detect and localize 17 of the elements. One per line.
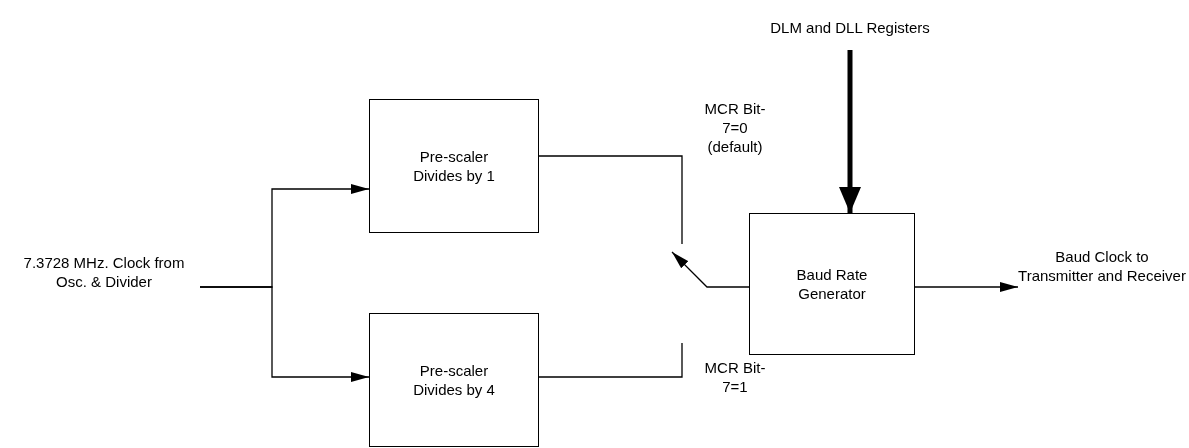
- input-label: DLM and DLL Registers: [770, 4, 930, 50]
- input-label: 7.3728 MHz. Clock from Osc. & Divider: [8, 240, 200, 304]
- box-label: Pre-scaler Divides by 4: [412, 361, 496, 399]
- arrow: [199, 286, 370, 382]
- switch-contact-line: [538, 155, 683, 245]
- switch-contact-line: [538, 342, 683, 378]
- process-box: [749, 213, 915, 355]
- switch-arm-arrow: [671, 251, 750, 288]
- process-box: [369, 99, 539, 233]
- arrow: [914, 282, 1019, 292]
- process-box: [369, 313, 539, 447]
- box-label: Baud Rate Generator: [795, 265, 869, 303]
- box-label: Pre-scaler Divides by 1: [412, 147, 496, 185]
- switch-label: MCR Bit-7=1: [703, 358, 767, 396]
- output-label: Baud Clock to Transmitter and Receiver: [1018, 232, 1186, 300]
- arrow: [839, 50, 861, 213]
- switch-label: MCR Bit-7=0 (default): [703, 99, 767, 156]
